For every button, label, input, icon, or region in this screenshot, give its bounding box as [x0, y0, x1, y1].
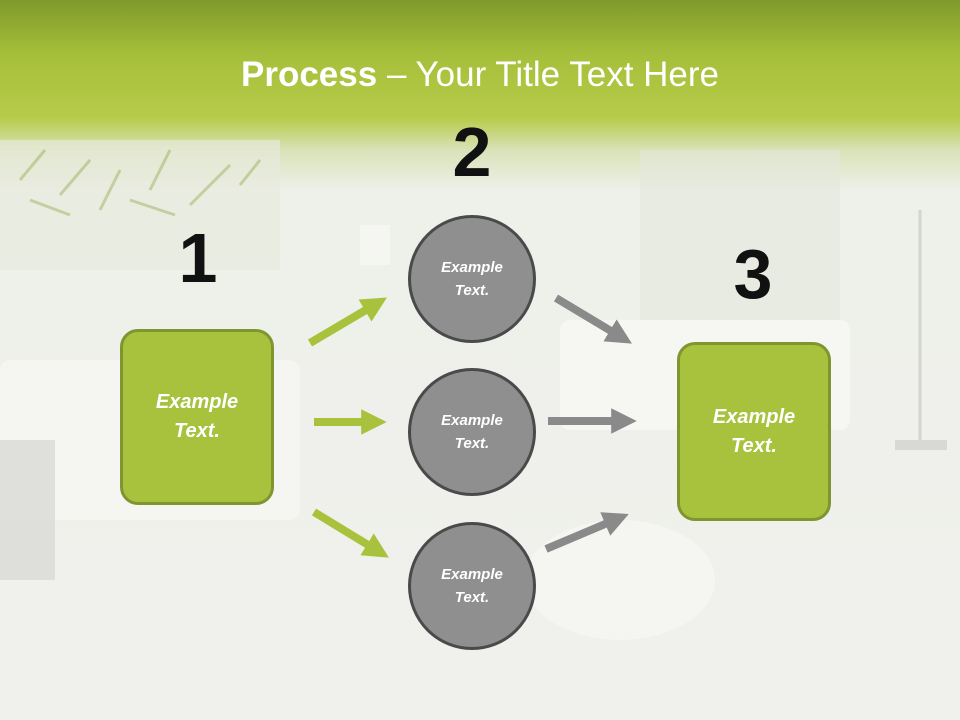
- slide-title: Process – Your Title Text Here: [0, 52, 960, 98]
- arrow-gray-down: [553, 294, 632, 344]
- circle-top-text: Example Text.: [441, 259, 503, 299]
- circle-bottom: Example Text.: [408, 522, 536, 650]
- circle-middle: Example Text.: [408, 368, 536, 496]
- arrow-gray-up: [544, 512, 629, 553]
- step-number-1: 1: [178, 219, 218, 297]
- step-number-3: 3: [733, 235, 773, 313]
- circle-middle-text: Example Text.: [441, 412, 503, 452]
- arrow-green-up: [307, 297, 388, 347]
- title-rest: – Your Title Text Here: [377, 55, 719, 94]
- title-strong: Process: [241, 55, 378, 94]
- left-box-text: Example Text.: [155, 391, 239, 442]
- arrow-green-down: [311, 508, 389, 558]
- circle-top: Example Text.: [408, 215, 536, 343]
- step-number-2: 2: [452, 113, 492, 191]
- right-box-text: Example Text.: [712, 405, 796, 457]
- right-process-box: Example Text.: [677, 342, 831, 521]
- circle-bottom-text: Example Text.: [441, 566, 503, 606]
- left-process-box: Example Text.: [120, 329, 274, 505]
